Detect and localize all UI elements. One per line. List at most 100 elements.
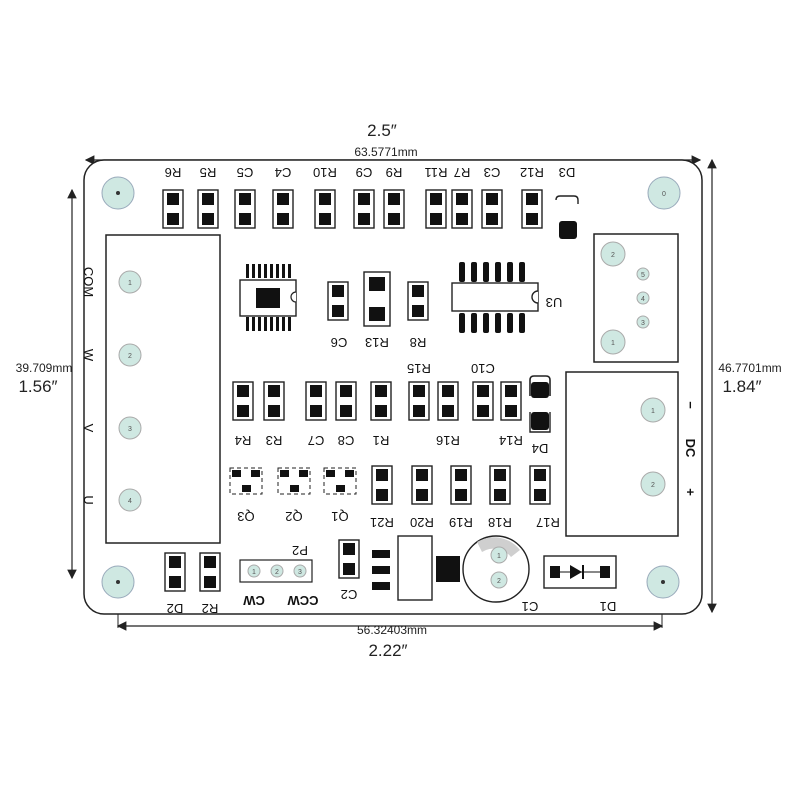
pad-r3 [263,381,285,421]
dc-power-connector: 1 2 − DC + [565,371,698,537]
label-c8: C8 [338,433,355,448]
connector-pin-2: 2 [118,343,142,367]
diode-d4 [529,375,551,433]
label-r8: R8 [410,335,427,350]
diode-d1 [543,555,617,589]
pad-r7 [451,189,473,229]
label-v: V [81,424,96,433]
left-inch-label: 1.56″ [18,377,57,396]
mounting-hole-label: 0 [662,191,666,198]
label-r12: R12 [520,165,544,180]
svg-text:3: 3 [298,569,302,576]
svg-text:2: 2 [497,578,501,585]
svg-text:4: 4 [641,296,645,303]
pad-r1 [370,381,392,421]
label-q3: Q3 [237,509,254,524]
pad-r9 [383,189,405,229]
pad-c2 [338,539,360,579]
pad-r17 [529,465,551,505]
pad-r19 [450,465,472,505]
pad-r21 [371,465,393,505]
dimension-right: 46.7701mm 1.84″ [707,158,782,614]
connector-pin-1: 1 [118,270,142,294]
pad-r8 [407,281,429,321]
dimension-left: 39.709mm 1.56″ [16,188,77,580]
label-r6: R6 [165,165,182,180]
top-inch-label: 2.5″ [367,121,397,140]
label-r19: R19 [449,515,473,530]
label-r7: R7 [454,165,471,180]
pad-r13 [363,271,391,327]
dimension-bottom: 56.32403mm 2.22″ [116,586,664,660]
transistor-q3 [229,467,263,495]
pad-r6 [162,189,184,229]
pad-d2 [164,552,186,592]
label-u: U [81,495,96,504]
pad-r16 [437,381,459,421]
pad-r15 [408,381,430,421]
label-c10: C10 [471,361,495,376]
pad-r14 [500,381,522,421]
dimension-top: 2.5″ 63.5771mm [84,121,702,165]
label-c6: C6 [331,335,348,350]
svg-text:2: 2 [128,353,132,360]
ic-u3 [451,262,539,333]
svg-text:1: 1 [128,280,132,287]
label-r10: R10 [313,165,337,180]
mounting-hole-tr [647,176,681,210]
connector-pin-4: 4 [118,488,142,512]
svg-text:1: 1 [611,340,615,347]
transistors [229,467,357,495]
dc-label: DC [683,439,698,458]
label-q1: Q1 [331,509,348,524]
transistor-q1 [323,467,357,495]
label-u3: U3 [546,295,563,310]
connector-pin-3: 3 [118,416,142,440]
label-d1: D1 [600,599,617,614]
right-mm-label: 46.7701mm [718,361,781,375]
svg-text:1: 1 [497,553,501,560]
svg-text:4: 4 [128,498,132,505]
ic-driver [239,264,297,331]
transistor-q2 [277,467,311,495]
bottom-inch-label: 2.22″ [368,641,407,660]
cw-label: CW [242,593,264,608]
svg-text:1: 1 [252,569,256,576]
label-d4: D4 [532,441,549,456]
label-r14: R14 [499,433,523,448]
pad-r12 [521,189,543,229]
bottom-mm-label: 56.32403mm [357,623,427,637]
label-c9: C9 [356,165,373,180]
signal-connector: 2 5 4 3 1 [593,233,679,363]
svg-text:5: 5 [641,272,645,279]
pad-r5 [197,189,219,229]
right-inch-label: 1.84″ [722,377,761,396]
pad-r10 [314,189,336,229]
motor-connector: 1 2 3 4 COM W V U [81,234,221,544]
label-c3: C3 [484,165,501,180]
label-r20: R20 [410,515,434,530]
label-d2: D2 [167,601,184,616]
capacitor-c1: 1 2 [462,535,530,603]
svg-text:3: 3 [641,320,645,327]
label-p2: P2 [292,543,308,558]
pad-r2 [199,552,221,592]
svg-text:2: 2 [651,482,655,489]
label-r2: R2 [202,601,219,616]
svg-text:3: 3 [128,426,132,433]
voltage-regulator [372,535,460,601]
label-c7: C7 [308,433,325,448]
ccw-label: CCW [287,593,319,608]
top-mm-label: 63.5771mm [354,145,417,159]
label-r16: R16 [436,433,460,448]
pad-c6 [327,281,349,321]
label-c5: C5 [237,165,254,180]
pad-c7 [305,381,327,421]
pad-c4 [272,189,294,229]
svg-text:2: 2 [611,252,615,259]
label-r21: R21 [370,515,394,530]
label-r1: R1 [373,433,390,448]
pad-c3 [481,189,503,229]
